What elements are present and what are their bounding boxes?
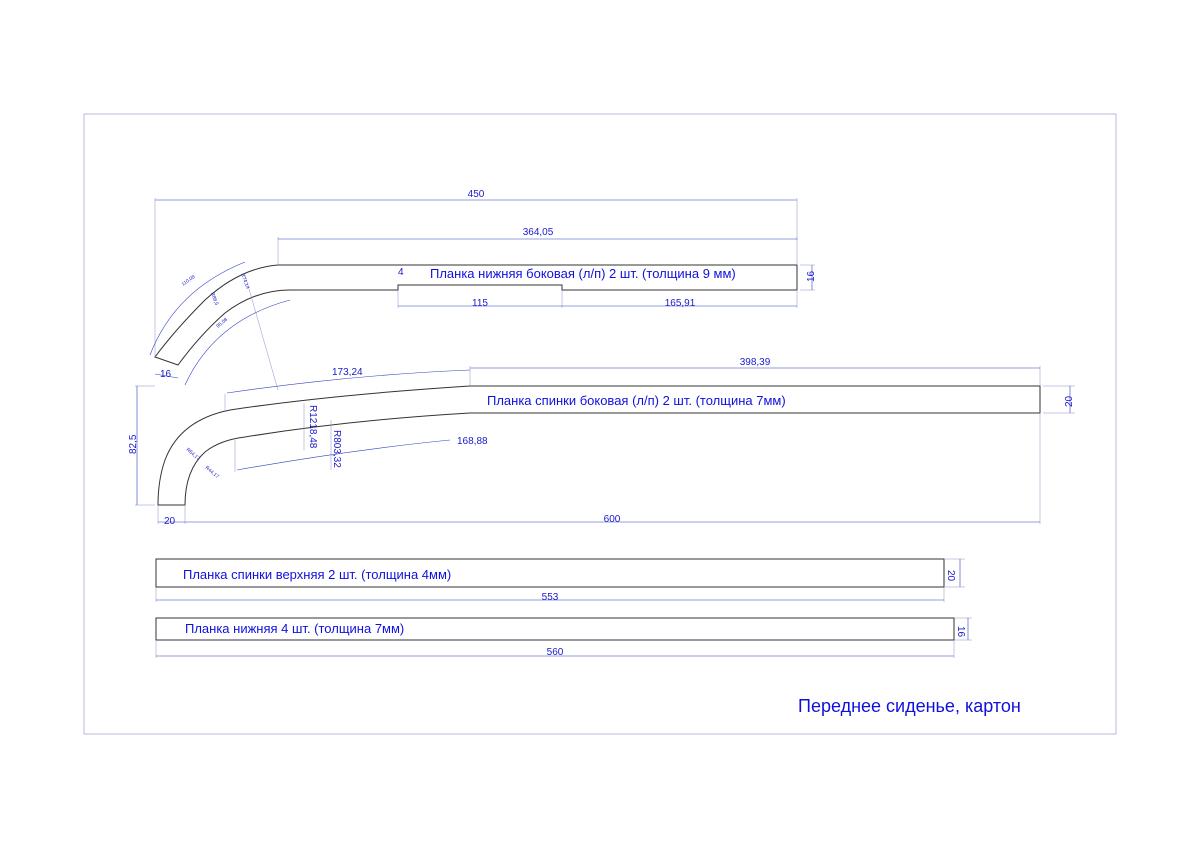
dim-r1: R88,5 <box>209 292 219 307</box>
dim-straight: 364,05 <box>523 227 554 238</box>
dim-width: 20 <box>945 570 956 582</box>
dim-arc-inner: 95,08 <box>215 317 229 330</box>
dim-notch-len: 115 <box>472 298 488 309</box>
dim-width: 16 <box>955 626 966 638</box>
part-bottom: 560 16 Планка нижняя 4 шт. (толщина 7мм) <box>155 617 972 658</box>
dim-end-width: 16 <box>160 369 172 380</box>
sheet-title: Переднее сиденье, картон <box>798 696 1021 716</box>
sheet-border <box>83 113 1117 735</box>
dim-arc-outer: 110,08 <box>181 274 197 288</box>
dim-height: 82,5 <box>128 434 139 454</box>
dim-r-big2: R803,32 <box>331 430 342 468</box>
dim-total: 450 <box>468 189 485 200</box>
part-back-top: 553 20 Планка спинки верхняя 2 шт. (толщ… <box>155 558 965 603</box>
dim-r-small1: R64,17 <box>185 447 201 462</box>
part-bottom-side: 450 364,05 16 4 115 165,91 16 110,08 95,… <box>149 189 817 391</box>
dim-arc-top: 173,24 <box>332 367 363 378</box>
part-label: Планка нижняя боковая (л/п) 2 шт. (толщи… <box>430 266 736 281</box>
dim-length: 560 <box>547 647 564 658</box>
dim-r2: R74,14 <box>239 273 250 290</box>
dim-r-big1: R1218,48 <box>307 405 318 449</box>
part-label: Планка спинки верхняя 2 шт. (толщина 4мм… <box>183 567 451 582</box>
dim-end-width: 20 <box>164 516 176 527</box>
dim-notch-offset: 165,91 <box>665 298 696 309</box>
dim-length: 553 <box>542 592 559 603</box>
part-label: Планка спинки боковая (л/п) 2 шт. (толщи… <box>487 393 786 408</box>
dim-arc-bottom: 168,88 <box>457 436 488 447</box>
part-back-side: 398,39 20 82,5 173,24 168,88 R1218,48 R8… <box>128 357 1075 527</box>
part-label: Планка нижняя 4 шт. (толщина 7мм) <box>185 621 404 636</box>
dim-notch-depth: 4 <box>398 267 404 278</box>
dim-r-small2: R44,17 <box>204 465 220 480</box>
dim-straight: 398,39 <box>740 357 771 368</box>
dim-width: 16 <box>806 270 817 282</box>
dim-width: 20 <box>1064 395 1075 407</box>
dim-length: 600 <box>604 514 621 525</box>
